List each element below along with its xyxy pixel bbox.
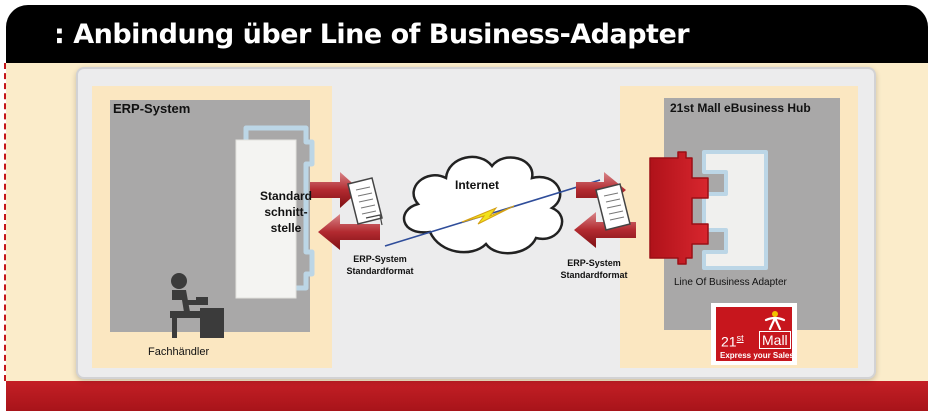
footer-band <box>6 381 928 411</box>
left-format-line1: ERP-System <box>353 254 407 264</box>
person-label: Fachhändler <box>148 346 210 358</box>
logo-21: 21 <box>721 333 737 350</box>
header-bar: : Anbindung über Line of Business-Adapte… <box>6 5 928 63</box>
adapter-label: Line Of Business Adapter <box>674 277 787 288</box>
right-outbound-arrow <box>574 212 636 248</box>
left-outbound-arrow <box>310 172 360 208</box>
hub-title: 21st Mall eBusiness Hub <box>670 101 811 115</box>
cloud-icon <box>402 155 564 255</box>
page-title: : Anbindung über Line of Business-Adapte… <box>54 19 690 50</box>
right-format-line1: ERP-System <box>567 258 621 268</box>
left-document-icon <box>347 177 383 226</box>
left-format-label: ERP-System Standardformat <box>343 253 417 277</box>
person-at-desk-icon <box>170 273 224 338</box>
interface-label-line1: Standard <box>259 189 312 203</box>
logo-21-text: 21st <box>721 333 744 350</box>
logo-st: st <box>736 333 744 343</box>
erp-system-title: ERP-System <box>113 101 191 116</box>
erp-interface-connector <box>235 125 315 299</box>
left-dashed-border <box>4 63 6 381</box>
left-format-line2: Standardformat <box>346 266 414 276</box>
interface-label-line2: schnitt- <box>264 205 308 219</box>
right-format-line2: Standardformat <box>560 270 628 280</box>
logo-mall-text: Mall <box>759 331 791 349</box>
interface-label-line3: stelle <box>270 221 302 235</box>
right-document-icon <box>595 183 631 231</box>
logo-background: 21st Mall Express your Sales <box>716 307 794 361</box>
21st-mall-logo: 21st Mall Express your Sales <box>711 303 797 365</box>
left-inbound-arrow <box>318 214 380 250</box>
standard-interface-label: Standard schnitt- stelle <box>252 188 320 236</box>
logo-tagline: Express your Sales <box>720 351 794 360</box>
lightning-icon <box>461 205 515 225</box>
right-format-label: ERP-System Standardformat <box>553 257 635 281</box>
puzzle-adapter-icon <box>649 150 768 270</box>
logo-figure-icon <box>764 311 786 330</box>
internet-label: Internet <box>455 178 500 192</box>
